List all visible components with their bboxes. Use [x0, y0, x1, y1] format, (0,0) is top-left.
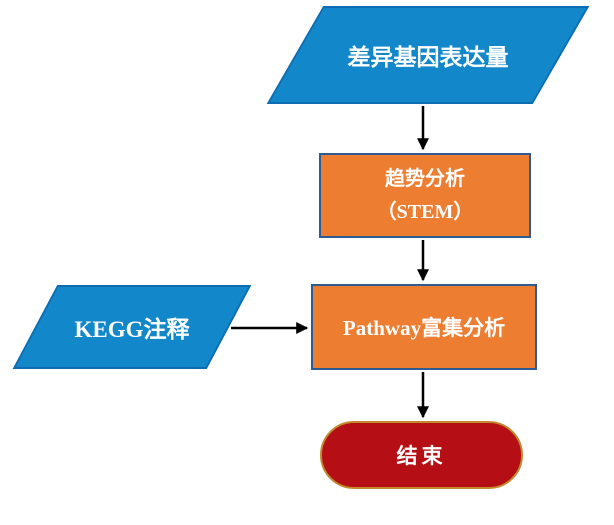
- node-label-differential-gene-expression: 差异基因表达量: [347, 45, 509, 70]
- node-label-kegg-annotation: KEGG注释: [74, 317, 190, 342]
- node-label-pathway-enrichment-analysis: Pathway富集分析: [342, 316, 506, 340]
- node-trend-analysis-stem[interactable]: 趋势分析 （STEM）: [319, 153, 531, 238]
- node-label-end: 结束: [396, 444, 447, 468]
- node-label-trend-analysis-line2: （STEM）: [376, 200, 474, 223]
- node-label-trend-analysis-line1: 趋势分析: [385, 167, 465, 190]
- node-differential-gene-expression[interactable]: 差异基因表达量: [266, 6, 590, 104]
- node-kegg-annotation[interactable]: KEGG注释: [12, 285, 252, 369]
- node-pathway-enrichment-analysis[interactable]: Pathway富集分析: [311, 284, 537, 370]
- node-end-terminator[interactable]: 结束: [320, 421, 523, 489]
